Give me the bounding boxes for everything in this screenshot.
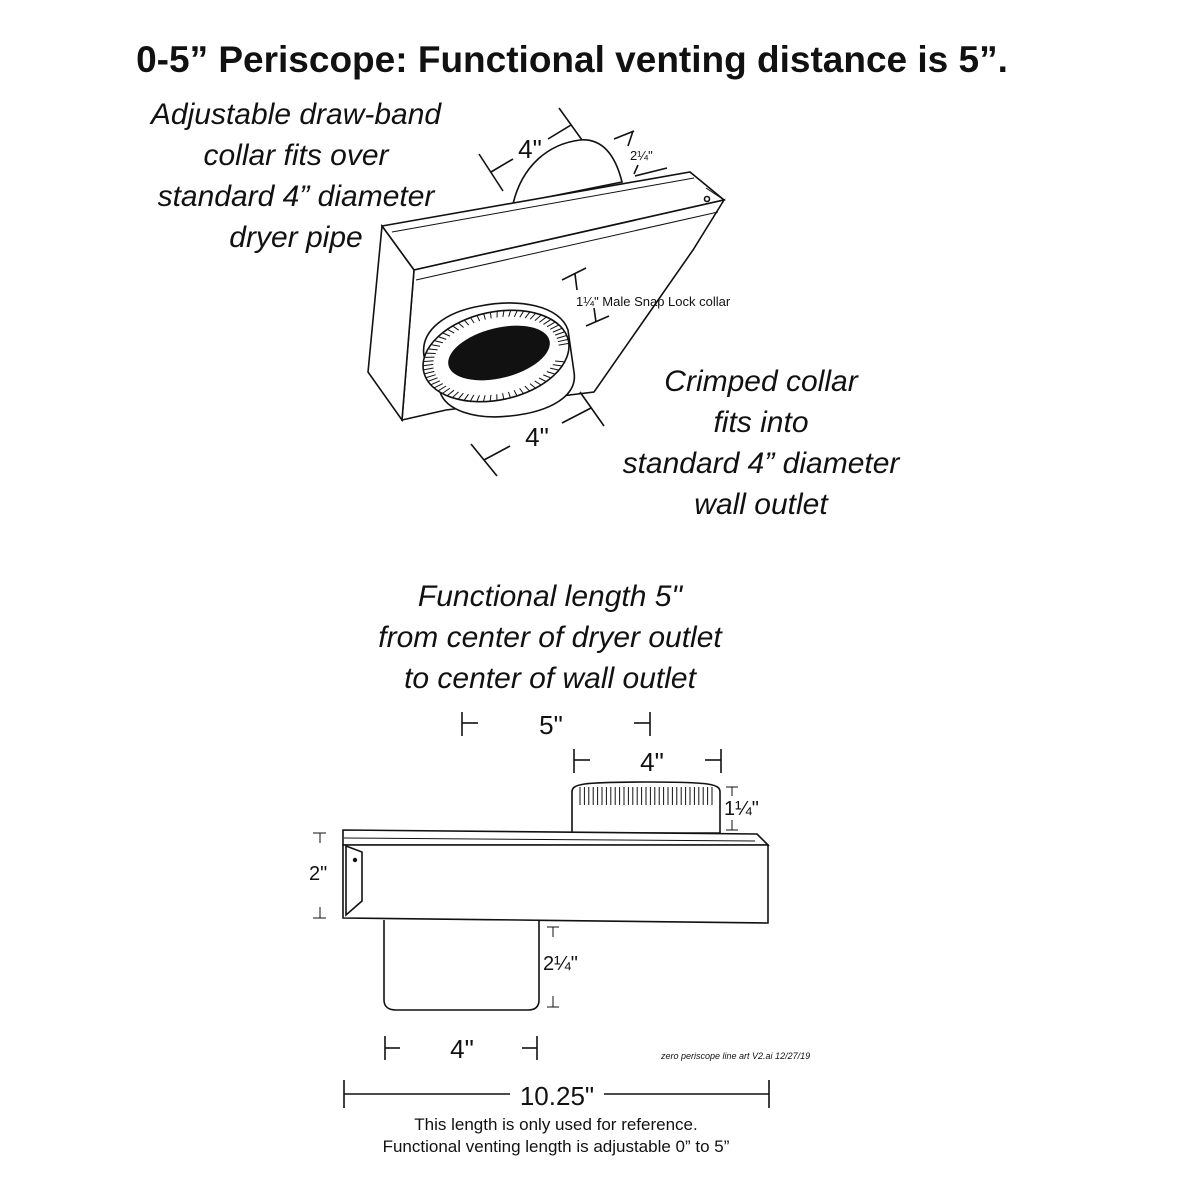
crimped-note-line-2: fits into (713, 406, 808, 439)
dim-total: 10.25" (344, 1080, 769, 1111)
draw-band-note-line-3: standard 4” diameter (158, 180, 436, 213)
dim-total-label: 10.25" (520, 1081, 594, 1111)
dim-leader (548, 125, 571, 139)
dim-snap-lock-label: 1¼" Male Snap Lock collar (576, 294, 731, 309)
dim-top-height-label: 2¼" (630, 148, 653, 163)
page-title: 0-5” Periscope: Functional venting dista… (136, 39, 1008, 80)
dim-leader (562, 408, 591, 423)
dim-functional: 5" (462, 710, 650, 740)
dim-tick (559, 108, 582, 140)
dim-body-height: 2" (309, 833, 327, 918)
dim-body-height-label: 2" (309, 863, 327, 885)
dim-pipe-height-label: 2¼" (543, 953, 578, 975)
dim-crimped-height: 1¼" (724, 787, 759, 830)
footnote-line-1: This length is only used for reference. (414, 1115, 697, 1134)
periscope-body (343, 845, 768, 923)
crimped-note-line-4: wall outlet (694, 488, 829, 521)
dryer-pipe-collar (384, 920, 539, 1010)
dim-top-collar-label: 4" (518, 134, 542, 164)
dim-bottom-collar-label: 4" (525, 422, 549, 452)
draw-band-note-line-2: collar fits over (203, 139, 389, 172)
functional-note-line-2: from center of dryer outlet (378, 621, 723, 654)
functional-note-line-3: to center of wall outlet (404, 662, 697, 695)
dim-leader (634, 165, 638, 174)
dim-functional-label: 5" (539, 710, 563, 740)
dim-tick (580, 392, 604, 426)
dim-crimped-height-label: 1¼" (724, 798, 759, 820)
functional-note-line-1: Functional length 5" (418, 580, 684, 613)
dim-tick (635, 168, 667, 176)
dim-crimped-width-label: 4" (640, 747, 664, 777)
crimped-note-line-3: standard 4” diameter (623, 447, 901, 480)
dim-leader (491, 159, 513, 172)
dim-top-height: 2¼" (614, 131, 667, 176)
side-view: Functional length 5" from center of drye… (309, 580, 810, 1156)
draw-band-note-line-4: dryer pipe (229, 221, 362, 254)
dim-pipe-width-label: 4" (450, 1034, 474, 1064)
file-signature: zero periscope line art V2.ai 12/27/19 (660, 1051, 810, 1061)
dim-pipe-width: 4" (385, 1034, 537, 1064)
rivet-hole (705, 197, 710, 202)
footnote-line-2: Functional venting length is adjustable … (383, 1137, 730, 1156)
dim-tick (479, 154, 503, 191)
rivet-dot (353, 858, 357, 862)
dim-crimped-width: 4" (574, 747, 721, 777)
crimped-note-line-1: Crimped collar (664, 365, 858, 398)
top-isometric-view: Adjustable draw-band collar fits over st… (149, 98, 901, 521)
dim-leader (484, 446, 510, 460)
draw-band-note-line-1: Adjustable draw-band (149, 98, 443, 131)
dim-pipe-height: 2¼" (543, 927, 578, 1007)
